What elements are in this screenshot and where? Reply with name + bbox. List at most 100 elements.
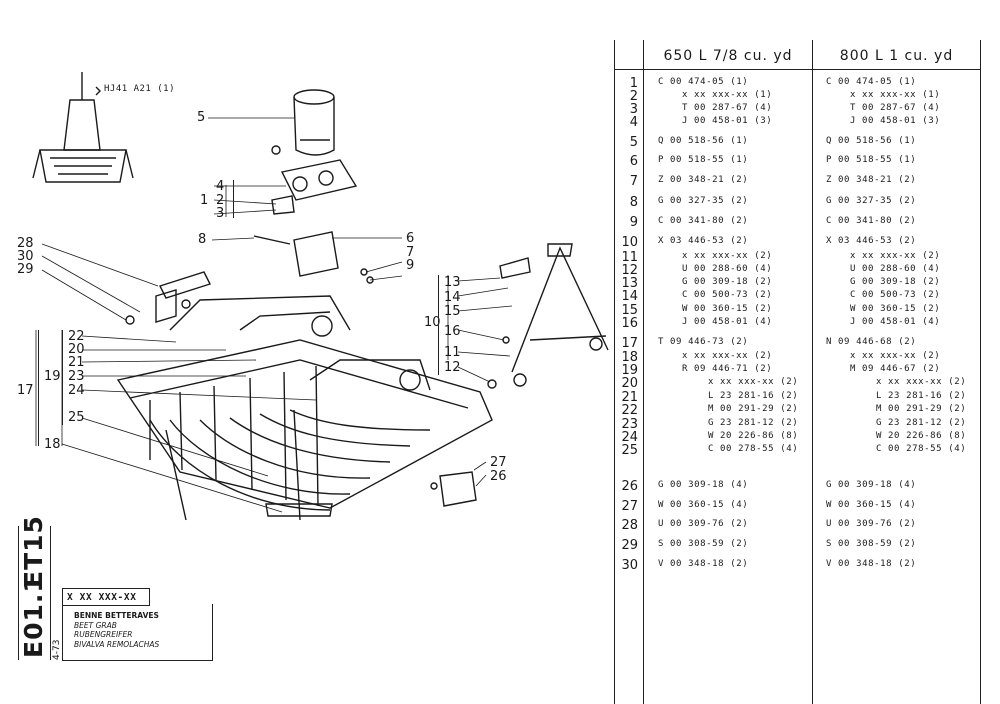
part-number-650-15: W 00 360-15 (2) bbox=[682, 304, 773, 314]
row-ref-20: 20 bbox=[621, 376, 638, 391]
part-number-800-9: C 00 341-80 (2) bbox=[826, 216, 917, 226]
part-number-800-10: X 03 446-53 (2) bbox=[826, 236, 917, 246]
part-number-650-4: J 00 458-01 (3) bbox=[682, 116, 773, 126]
row-ref-9: 9 bbox=[629, 215, 638, 230]
part-number-800-15: W 00 360-15 (2) bbox=[850, 304, 941, 314]
row-ref-19: 19 bbox=[621, 363, 638, 378]
callout-19: 19 bbox=[44, 369, 61, 384]
lifting-frame-icon bbox=[487, 243, 609, 389]
part-number-800-30: V 00 348-18 (2) bbox=[826, 559, 917, 569]
part-number-650-24: W 20 226-86 (8) bbox=[708, 431, 799, 441]
sidebar-right-rule bbox=[50, 526, 51, 660]
callout-29: 29 bbox=[17, 262, 34, 277]
callout-5: 5 bbox=[197, 110, 206, 125]
callout-14: 14 bbox=[444, 290, 461, 305]
part-number-650-19: R 09 446-71 (2) bbox=[682, 364, 773, 374]
table-header-rule bbox=[614, 69, 981, 70]
part-number-800-29: S 00 308-59 (2) bbox=[826, 539, 917, 549]
part-ref-box: X XX XXX-XX bbox=[62, 588, 150, 606]
part-number-800-17: N 09 446-68 (2) bbox=[826, 337, 917, 347]
row-ref-8: 8 bbox=[629, 195, 638, 210]
row-ref-24: 24 bbox=[621, 430, 638, 445]
part-number-650-7: Z 00 348-21 (2) bbox=[658, 175, 749, 185]
table-ref-rule bbox=[643, 40, 644, 704]
callout-10: 10 bbox=[424, 315, 441, 330]
part-number-800-2: x xx xxx-xx (1) bbox=[850, 90, 941, 100]
callout-18: 18 bbox=[44, 437, 61, 452]
row-ref-1: 1 bbox=[629, 76, 638, 91]
name-de: RUBENGREIFER bbox=[74, 630, 133, 639]
part-number-800-24: W 20 226-86 (8) bbox=[876, 431, 967, 441]
row-ref-27: 27 bbox=[621, 499, 638, 514]
callout-11: 11 bbox=[444, 345, 461, 360]
part-ref: X XX XXX-XX bbox=[67, 592, 137, 603]
callout-17: 17 bbox=[17, 383, 34, 398]
part-number-650-22: M 00 291-29 (2) bbox=[708, 404, 799, 414]
part-number-800-3: T 00 287-67 (4) bbox=[850, 103, 941, 113]
name-fr: BENNE BETTERAVES bbox=[74, 611, 159, 620]
exploded-view-drawing bbox=[32, 72, 609, 521]
title-left-rule bbox=[62, 604, 63, 660]
row-ref-21: 21 bbox=[621, 390, 638, 405]
callout-6: 6 bbox=[406, 231, 415, 246]
row-ref-22: 22 bbox=[621, 403, 638, 418]
title-right-rule bbox=[212, 604, 213, 661]
callout-15: 15 bbox=[444, 304, 461, 319]
callout-30: 30 bbox=[17, 249, 34, 264]
table-mid-rule bbox=[812, 40, 813, 704]
coupling-part-icon bbox=[293, 89, 335, 156]
part-number-800-21: L 23 281-16 (2) bbox=[876, 391, 967, 401]
row-ref-7: 7 bbox=[629, 174, 638, 189]
part-number-650-26: G 00 309-18 (4) bbox=[658, 480, 749, 490]
row-ref-29: 29 bbox=[621, 538, 638, 553]
callout-4: 4 bbox=[216, 179, 225, 194]
name-en: BEET GRAB bbox=[74, 620, 117, 630]
part-number-650-25: C 00 278-55 (4) bbox=[708, 444, 799, 454]
part-number-650-30: V 00 348-18 (2) bbox=[658, 559, 749, 569]
grab-body-icon bbox=[116, 295, 493, 521]
part-number-800-19: M 09 446-67 (2) bbox=[850, 364, 941, 374]
callout-13: 13 bbox=[444, 275, 461, 290]
part-number-800-28: U 00 309-76 (2) bbox=[826, 519, 917, 529]
part-number-650-5: Q 00 518-56 (1) bbox=[658, 136, 749, 146]
part-number-800-8: G 00 327-35 (2) bbox=[826, 196, 917, 206]
part-number-650-10: X 03 446-53 (2) bbox=[658, 236, 749, 246]
part-number-650-28: U 00 309-76 (2) bbox=[658, 519, 749, 529]
row-ref-5: 5 bbox=[629, 135, 638, 150]
doc-date: 4-73 bbox=[52, 639, 62, 660]
part-number-800-27: W 00 360-15 (4) bbox=[826, 500, 917, 510]
row-ref-2: 2 bbox=[629, 89, 638, 104]
row-ref-4: 4 bbox=[629, 115, 638, 130]
group-1-bracket bbox=[233, 180, 234, 218]
row-ref-26: 26 bbox=[621, 479, 638, 494]
part-number-650-8: G 00 327-35 (2) bbox=[658, 196, 749, 206]
inset-grab-icon bbox=[32, 72, 134, 183]
callout-25: 25 bbox=[68, 410, 85, 425]
row-ref-12: 12 bbox=[621, 263, 638, 278]
callout-2: 2 bbox=[216, 193, 225, 208]
callout-1: 1 bbox=[200, 193, 209, 208]
part-number-650-29: S 00 308-59 (2) bbox=[658, 539, 749, 549]
callout-22: 22 bbox=[68, 329, 85, 344]
part-number-650-12: U 00 288-60 (4) bbox=[682, 264, 773, 274]
callout-3: 3 bbox=[216, 206, 225, 221]
part-number-800-14: C 00 500-73 (2) bbox=[850, 290, 941, 300]
row-ref-13: 13 bbox=[621, 276, 638, 291]
part-number-650-18: x xx xxx-xx (2) bbox=[682, 351, 773, 361]
part-number-800-18: x xx xxx-xx (2) bbox=[850, 351, 941, 361]
row-ref-15: 15 bbox=[621, 303, 638, 318]
row-ref-30: 30 bbox=[621, 558, 638, 573]
row-ref-17: 17 bbox=[621, 336, 638, 351]
callout-7: 7 bbox=[406, 245, 415, 260]
part-number-800-4: J 00 458-01 (3) bbox=[850, 116, 941, 126]
row-ref-25: 25 bbox=[621, 443, 638, 458]
part-number-650-13: G 00 309-18 (2) bbox=[682, 277, 773, 287]
callout-16: 16 bbox=[444, 324, 461, 339]
row-ref-3: 3 bbox=[629, 102, 638, 117]
table-left-rule bbox=[614, 40, 615, 704]
callout-8: 8 bbox=[198, 232, 207, 247]
row-ref-16: 16 bbox=[621, 316, 638, 331]
part-number-650-3: T 00 287-67 (4) bbox=[682, 103, 773, 113]
pivot-block-icon bbox=[271, 145, 358, 215]
callout-28: 28 bbox=[17, 236, 34, 251]
